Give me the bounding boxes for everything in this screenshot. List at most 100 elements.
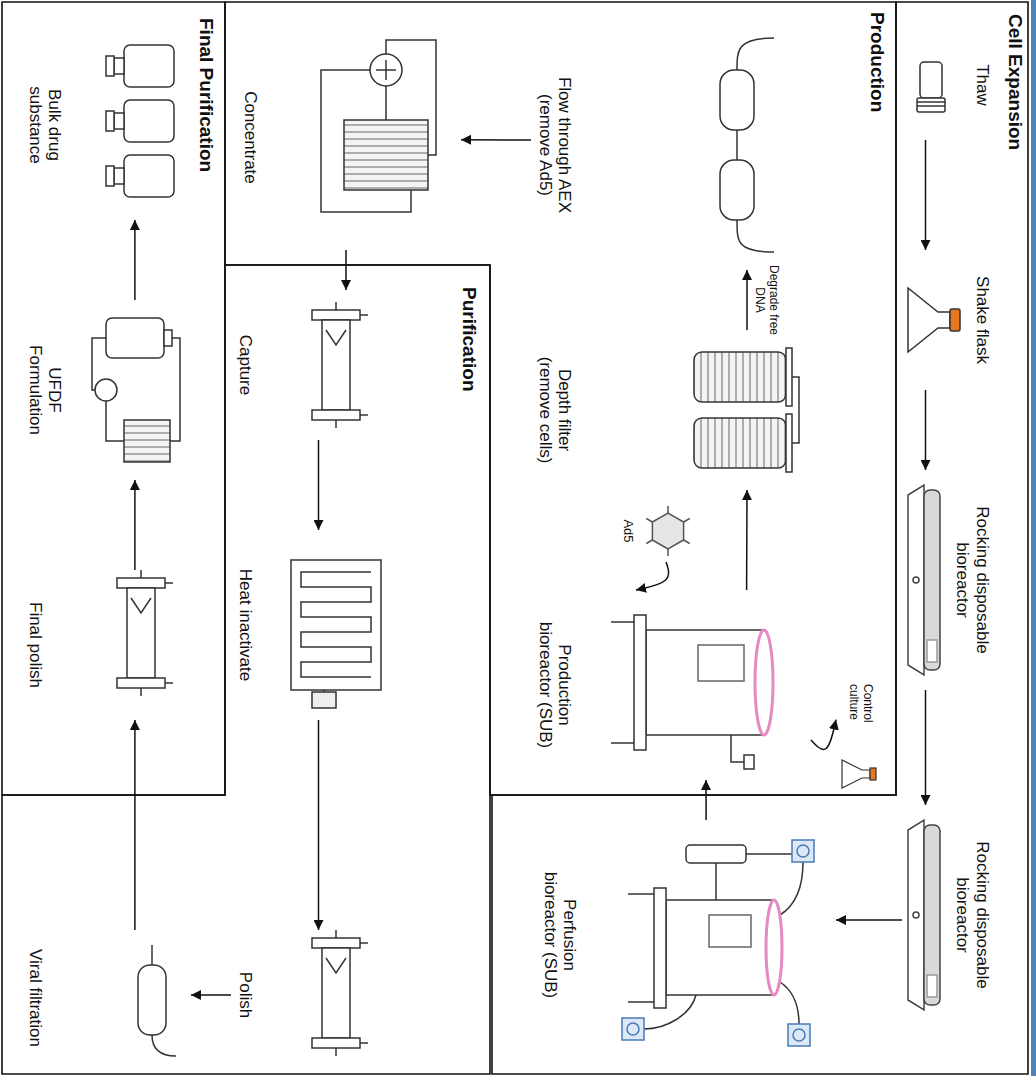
production-bioreactor-icon (698, 645, 744, 681)
ufdf-system-icon (106, 401, 124, 441)
chromatography-column (312, 410, 360, 420)
process-step: UFDF Formulation (21, 300, 191, 480)
edge-label: Degrade free DNA (752, 258, 780, 342)
production-bioreactor-icon (646, 630, 764, 735)
chromatography-column (360, 314, 368, 316)
aex-capsule-icon (736, 130, 738, 160)
cryovial-icon (917, 101, 945, 103)
perfusion-bioreactor-icon (622, 840, 814, 1046)
perfusion-bioreactor-icon (793, 1029, 805, 1041)
step-label: Ad5 (620, 519, 635, 542)
adenovirus-icon (646, 540, 652, 544)
chromatography-column (335, 302, 337, 310)
process-step: Production bioreactor (SUB) (531, 590, 811, 780)
adenovirus-icon (684, 519, 690, 523)
aex-capsule-icon (720, 38, 774, 252)
perfusion-bioreactor-icon (746, 853, 792, 855)
process-step: Concentrate (236, 25, 461, 250)
panel-outline (225, 2, 896, 795)
flow-arrow (836, 919, 902, 921)
heat-inactivation-icon (312, 692, 336, 708)
step-label: Polish (235, 972, 255, 1018)
perfusion-bioreactor-icon (766, 900, 782, 995)
control-flask-icon (842, 760, 876, 788)
virus-input: Ad5 (616, 500, 696, 562)
flow-arrow (134, 720, 136, 930)
panel-title: Production (866, 12, 888, 112)
step-label: Perfusion bioreactor (SUB) (540, 860, 579, 1010)
depth-filter-icon (694, 418, 786, 468)
cryovial-icon (917, 62, 945, 112)
perfusion-bioreactor-icon (780, 982, 799, 1024)
process-step: Depth filter (remove cells) (531, 330, 801, 490)
depth-filter-icon (694, 352, 786, 402)
cryovial-icon (917, 105, 945, 107)
production-bioreactor-icon (731, 735, 744, 762)
side-step: Control culture (836, 680, 884, 790)
perfusion-bioreactor-icon (628, 1001, 654, 1003)
rocking-bioreactor-icon (913, 912, 919, 918)
edge-bar (1031, 0, 1036, 1076)
chromatography-column (360, 414, 368, 416)
chromatography-column (117, 570, 173, 696)
bulk-bottle-icon (106, 45, 174, 197)
chromatography-column (312, 310, 360, 320)
production-bioreactor-icon (611, 621, 634, 623)
process-step: Rocking disposable bioreactor (902, 470, 996, 690)
process-step: Polish (231, 930, 406, 1060)
process-step: Viral filtration (21, 930, 191, 1066)
cryovial-icon (917, 98, 945, 112)
depth-filter-icon (792, 377, 799, 443)
ufdf-system-icon (170, 338, 180, 441)
bulk-bottle-icon (106, 111, 114, 131)
rocking-bioreactor-icon (908, 485, 940, 675)
production-bioreactor-icon (611, 615, 773, 769)
ufdf-system-icon (92, 318, 180, 462)
flow-arrow (925, 140, 927, 250)
process-step: Shake flask (902, 250, 996, 390)
aex-capsule-icon (737, 38, 774, 70)
perfusion-bioreactor-icon (666, 900, 774, 995)
flow-arrow (345, 250, 347, 290)
step-label: Heat inactivate (235, 569, 255, 681)
cryovial-icon (920, 62, 942, 98)
process-step: Heat inactivate (231, 530, 406, 720)
stage-panel: Production bioreactor (SUB) Control cultu… (225, 0, 896, 795)
step-label: Capture (235, 335, 255, 395)
step-label: Thaw (972, 64, 992, 106)
step-label: UFDF Formulation (25, 335, 64, 445)
step-label: Viral filtration (25, 949, 45, 1047)
production-bioreactor-icon (744, 755, 754, 769)
flow-arrow (746, 270, 748, 330)
production-bioreactor-icon (634, 615, 646, 750)
perfusion-bioreactor-icon (780, 862, 803, 915)
flow-arrow (318, 440, 320, 530)
panel-title: Cell Expansion (1004, 14, 1026, 150)
adenovirus-icon (646, 519, 652, 523)
stage-panel: CaptureHeat inactivatePolish Viral filtra… (0, 265, 490, 1076)
tff-concentrate-icon (385, 86, 387, 120)
depth-filter-icon (786, 414, 792, 472)
heat-inactivation-icon (291, 560, 381, 708)
bulk-bottle-icon (124, 45, 174, 87)
tff-concentrate-icon (344, 120, 428, 190)
perfusion-bioreactor-icon (622, 840, 814, 1046)
process-step: Thaw (902, 30, 996, 140)
step-label: Depth filter (remove cells) (535, 345, 574, 475)
adenovirus-icon (684, 540, 690, 544)
tff-concentrate-icon (370, 54, 402, 86)
step-label: Rocking disposable bioreactor (953, 495, 992, 665)
flow-arrow (811, 720, 836, 750)
rocking-bioreactor-icon (908, 820, 924, 1010)
perfusion-bioreactor-icon (709, 915, 751, 947)
step-label: Flow through AEX (remove Ad5) (535, 65, 574, 225)
process-step: Flow through AEX (remove Ad5) (531, 20, 801, 270)
production-bioreactor-icon (611, 742, 634, 744)
panel-title: Purification (458, 287, 480, 392)
process-step: Perfusion bioreactor (SUB) (536, 820, 836, 1050)
ufdf-system-icon (124, 420, 170, 462)
chromatography-column (312, 302, 368, 428)
rocking-bioreactor-icon (927, 640, 937, 662)
